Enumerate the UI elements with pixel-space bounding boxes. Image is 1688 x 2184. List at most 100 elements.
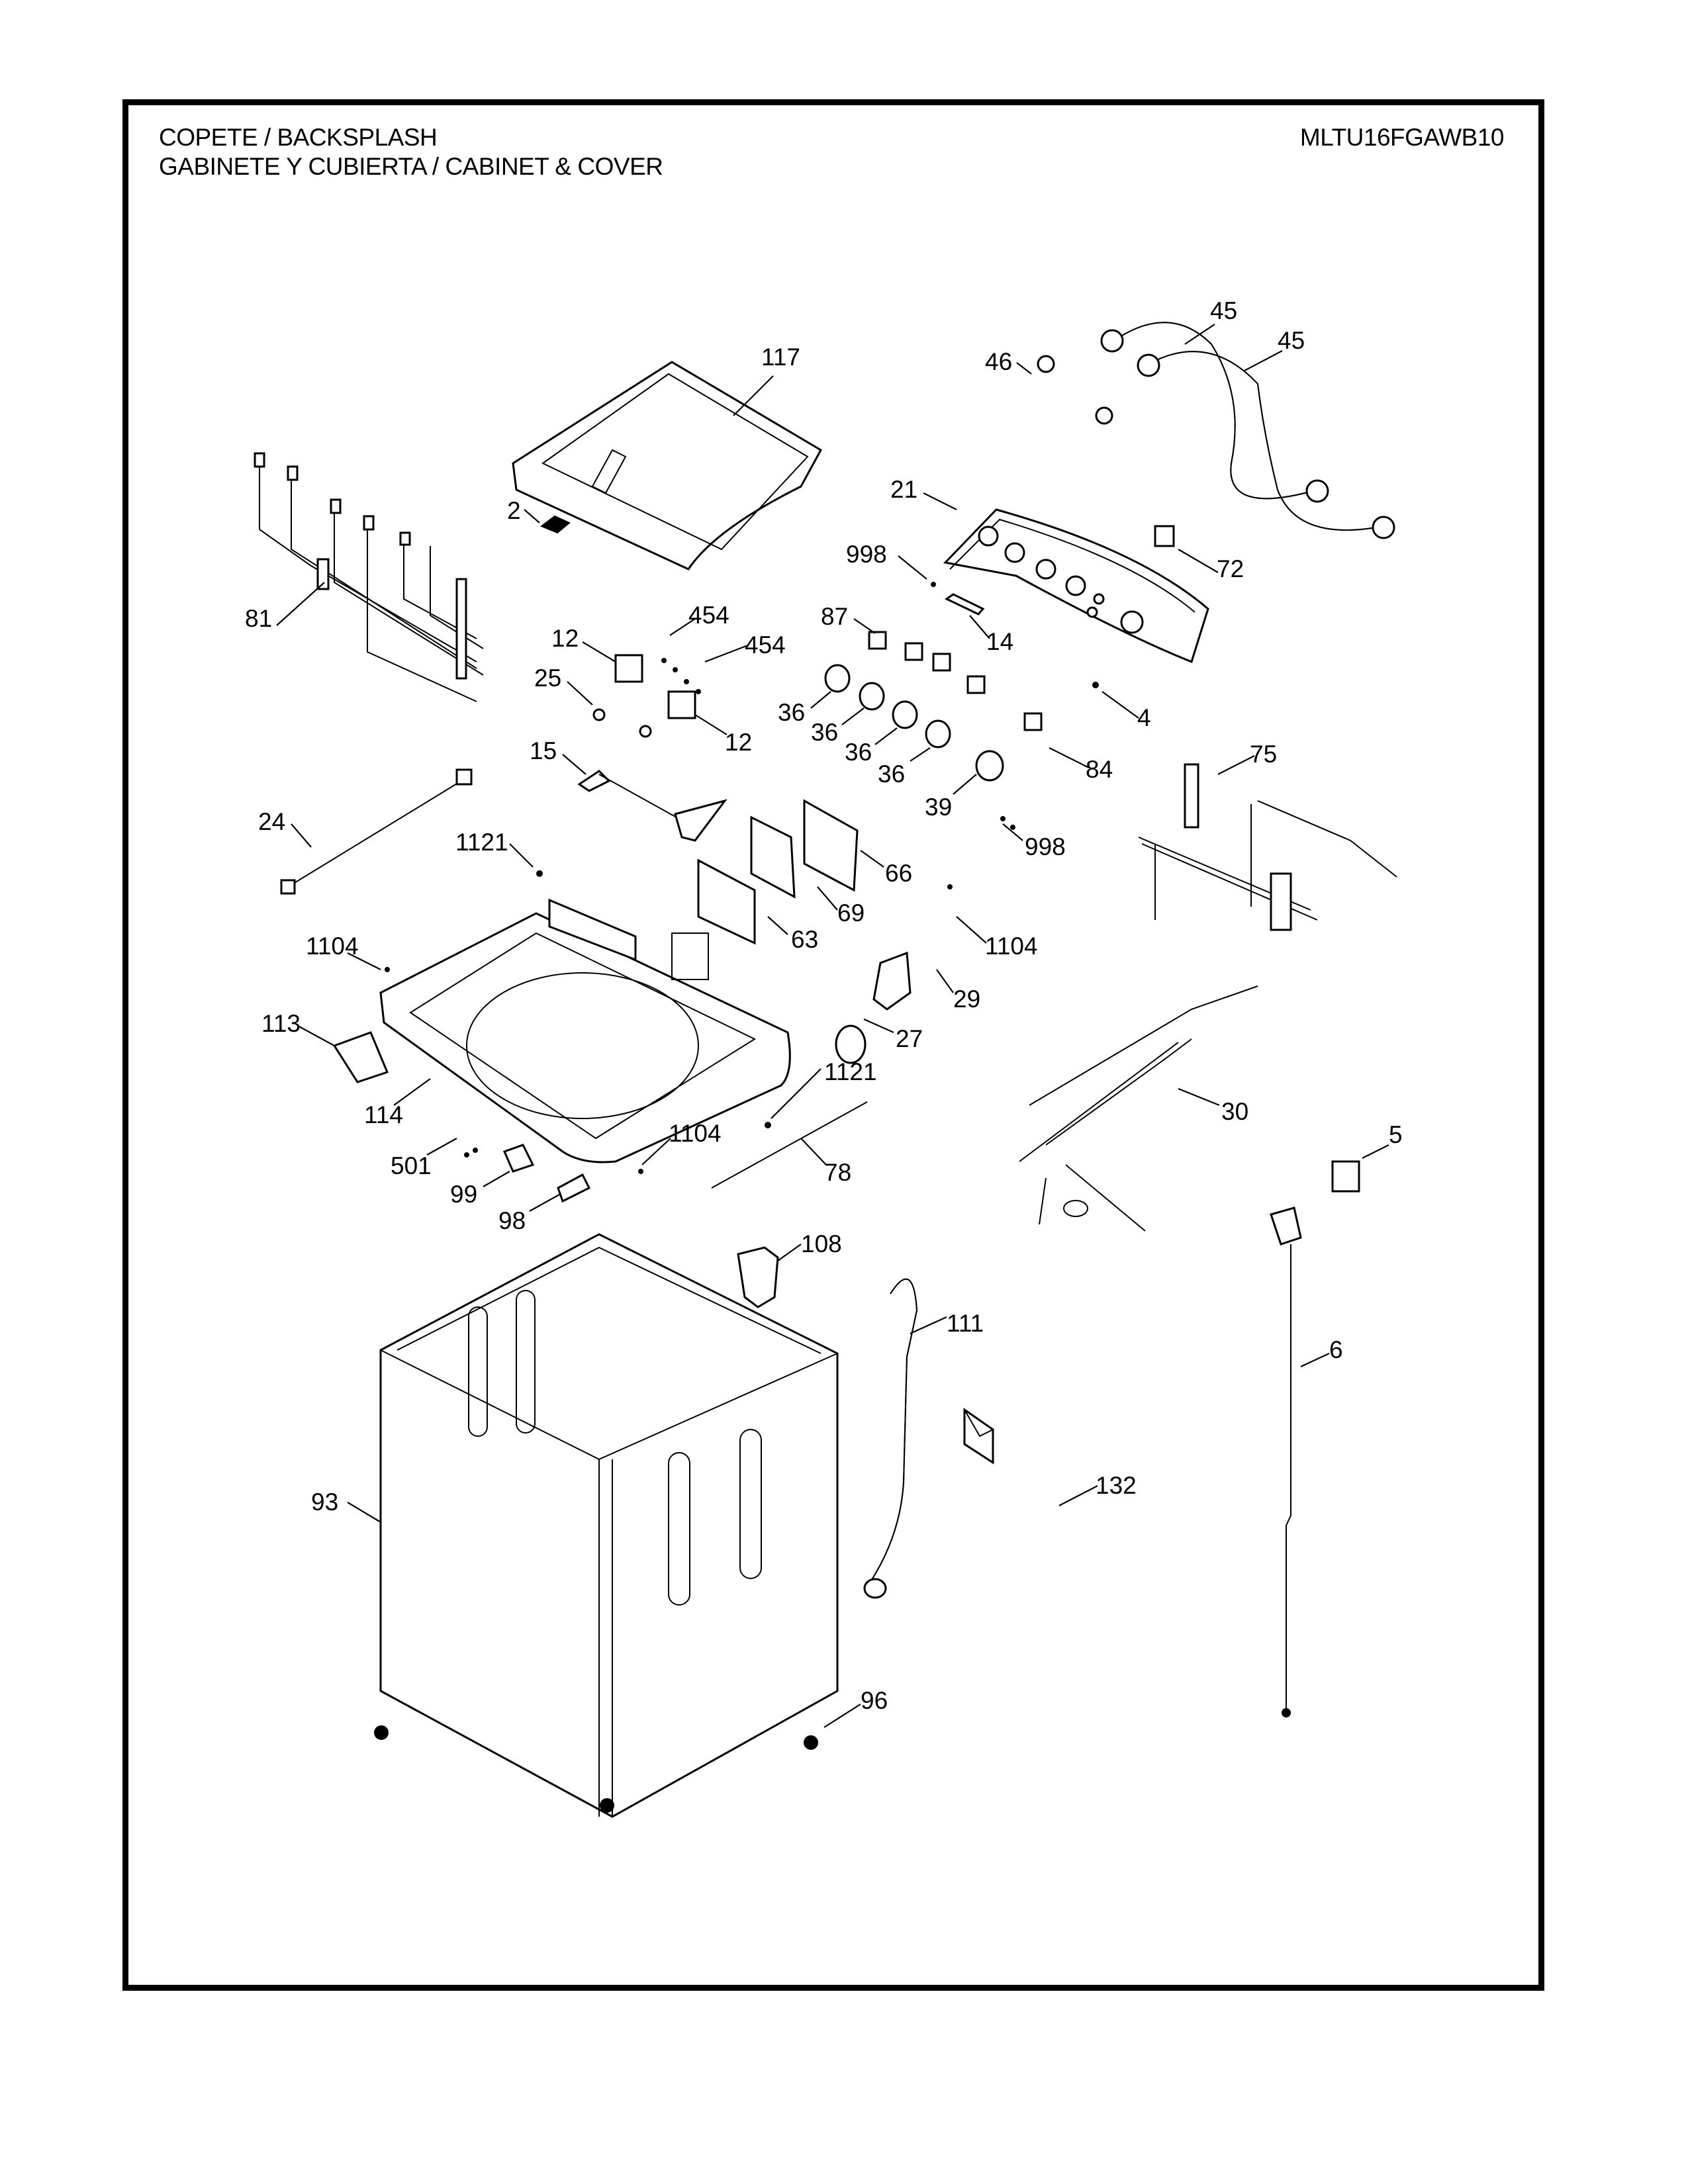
leader-line-36a — [810, 691, 831, 709]
diagram-frame — [122, 99, 1544, 1991]
part-water-valves — [592, 654, 696, 738]
leader-line-998a — [898, 555, 927, 580]
callout-label-113: 113 — [261, 1010, 301, 1037]
callout-label-998a: 998 — [846, 541, 887, 568]
part-harness-75 — [1138, 763, 1397, 931]
leader-line-4 — [1102, 691, 1139, 719]
part-5 — [1331, 1160, 1360, 1193]
leader-line-84 — [1049, 747, 1090, 768]
callout-label-111: 111 — [947, 1310, 984, 1337]
callout-label-81: 81 — [245, 605, 273, 632]
leader-line-36d — [910, 747, 931, 762]
leader-line-81 — [276, 582, 325, 626]
diagram-title-backsplash: COPETE / BACKSPLASH — [159, 124, 438, 151]
part-drain-hose — [863, 1278, 918, 1599]
leader-line-69 — [817, 886, 838, 911]
callout-label-501: 501 — [391, 1152, 432, 1179]
leader-line-72 — [1178, 549, 1219, 573]
part-cabinet — [379, 1233, 839, 1818]
callout-label-96: 96 — [861, 1687, 888, 1714]
callout-label-24: 24 — [258, 808, 286, 835]
leader-line-1104c — [641, 1138, 671, 1165]
callout-label-1104a: 1104 — [306, 933, 359, 960]
callout-label-14: 14 — [986, 628, 1014, 655]
callout-label-27: 27 — [896, 1025, 923, 1052]
callout-label-454b: 454 — [745, 631, 786, 659]
callout-label-69: 69 — [837, 899, 865, 927]
leader-line-113 — [297, 1025, 335, 1046]
callout-label-75: 75 — [1250, 741, 1278, 768]
leader-line-25 — [567, 681, 593, 705]
leader-line-132 — [1058, 1485, 1098, 1506]
part-113 — [332, 1031, 389, 1083]
callout-label-84: 84 — [1086, 756, 1113, 783]
leader-line-454a — [669, 618, 696, 636]
callout-label-46: 46 — [985, 348, 1013, 375]
leader-line-39 — [953, 774, 977, 795]
part-harness-30 — [1019, 985, 1258, 1232]
callout-label-132: 132 — [1096, 1472, 1137, 1499]
leader-line-96 — [823, 1704, 861, 1728]
callout-label-72: 72 — [1217, 555, 1244, 582]
callout-leader-lines — [276, 324, 1389, 1728]
leader-line-1121a — [509, 843, 534, 868]
part-console-backsplash — [943, 508, 1209, 663]
leader-line-78 — [800, 1138, 827, 1165]
leader-line-46 — [1016, 362, 1032, 375]
leader-line-108 — [777, 1244, 802, 1261]
part-power-cord — [1270, 1206, 1302, 1717]
leader-line-29 — [936, 969, 954, 993]
callout-label-1104b: 1104 — [985, 933, 1038, 960]
leader-line-1104a — [347, 952, 381, 970]
callout-label-25: 25 — [534, 664, 562, 692]
callout-label-99: 99 — [450, 1181, 478, 1208]
part-72 — [1154, 525, 1175, 547]
leader-line-24 — [291, 823, 312, 848]
callout-label-1104c: 1104 — [669, 1120, 722, 1147]
part-control-boards — [697, 799, 859, 945]
part-108 — [737, 1246, 779, 1308]
leader-line-66 — [860, 850, 884, 868]
part-top-cover — [379, 898, 791, 1163]
leader-line-21 — [923, 492, 957, 510]
callout-label-66: 66 — [885, 860, 913, 887]
leader-line-99 — [483, 1171, 510, 1187]
callout-label-998b: 998 — [1025, 833, 1066, 860]
leader-line-1121b — [771, 1068, 821, 1119]
part-27-29 — [835, 951, 912, 1064]
leader-line-454b — [704, 644, 749, 663]
leader-line-45b — [1244, 350, 1283, 371]
leader-line-14 — [969, 615, 990, 639]
callout-label-39: 39 — [925, 794, 953, 821]
callout-label-114: 114 — [364, 1101, 403, 1128]
leader-line-93 — [347, 1502, 381, 1523]
leader-line-36c — [874, 727, 898, 745]
leader-line-6 — [1300, 1353, 1330, 1367]
part-lid — [512, 361, 823, 570]
callout-label-15: 15 — [530, 737, 557, 764]
part-inlet-screens — [1037, 355, 1113, 425]
part-harness-24 — [280, 768, 473, 895]
part-78 — [711, 1101, 868, 1189]
part-screws — [385, 582, 1099, 1174]
leader-line-12b — [694, 714, 727, 735]
leader-line-117 — [733, 375, 774, 416]
callout-label-454a: 454 — [688, 602, 729, 629]
callout-label-1121a: 1121 — [455, 829, 508, 856]
part-switches — [868, 631, 1043, 731]
callout-label-36c: 36 — [845, 739, 872, 766]
leader-line-5 — [1362, 1144, 1389, 1159]
leader-line-27 — [863, 1018, 894, 1034]
part-inlet-hoses — [1100, 322, 1395, 539]
model-number: MLTU16FGAWB10 — [1299, 124, 1505, 151]
leader-line-30 — [1178, 1087, 1220, 1107]
callout-label-30: 30 — [1221, 1098, 1249, 1125]
leader-line-501 — [426, 1138, 457, 1156]
leader-line-87 — [853, 618, 876, 634]
part-lid-strike — [540, 515, 571, 534]
leader-line-998b — [1002, 823, 1023, 841]
part-99-98 — [502, 1144, 591, 1203]
callout-label-78: 78 — [824, 1159, 852, 1186]
callout-label-45b: 45 — [1278, 327, 1305, 354]
leader-line-114 — [393, 1078, 431, 1106]
